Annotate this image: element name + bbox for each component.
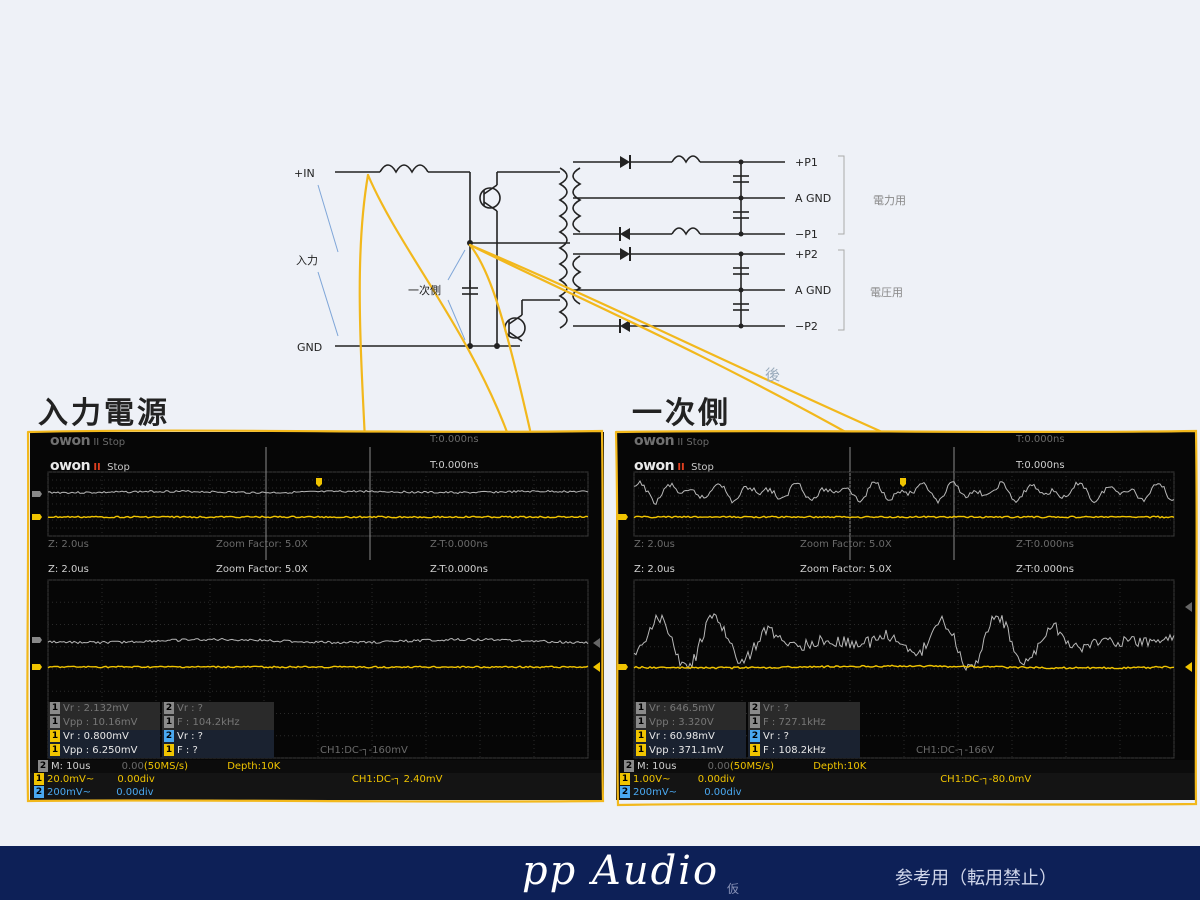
label-after: 後	[765, 366, 780, 384]
usage-note: 参考用（転用禁止）	[895, 868, 1057, 889]
label-out-2: A GND	[795, 192, 831, 205]
label-out-5: A GND	[795, 284, 831, 297]
label-gnd: GND	[297, 341, 322, 354]
tentative-mark: 仮	[727, 882, 740, 896]
panel-title-input: 入力電源	[38, 396, 170, 431]
ch1-trace-main-input	[47, 665, 589, 669]
ch1-trace-small-input	[47, 515, 589, 519]
label-out-4: +P2	[795, 248, 818, 261]
label-in-plus: +IN	[294, 167, 315, 180]
ch2-trace-main-input	[47, 637, 589, 645]
label-input: 入力	[296, 254, 318, 267]
footer-bar	[0, 846, 1200, 900]
label-out-3: −P1	[795, 228, 818, 241]
ghost-trigger: CH1:DC-┐-160mV	[320, 745, 408, 756]
ghost-trigger-2: CH1:DC-┐-166V	[916, 745, 995, 756]
scope-screen-input: owon II Stop T:0.000ns owon II Stop T:0.…	[30, 432, 604, 800]
ch2-trace-small-input	[47, 489, 589, 495]
label-group-power: 電力用	[873, 194, 906, 207]
label-out-6: −P2	[795, 320, 818, 333]
label-group-voltage: 電圧用	[870, 286, 903, 299]
panel-title-primary: 一次側	[632, 396, 731, 431]
scope-screen-primary: owon II Stop T:0.000ns owon II Stop T:0.…	[616, 432, 1196, 800]
label-primary: 一次側	[408, 283, 441, 297]
circuit-schematic: +IN 入力 GND 一次側 +P1 A GND −P1 +P2 A GND −…	[294, 155, 906, 440]
brand-title: pp Audio	[522, 848, 720, 894]
label-out-1: +P1	[795, 156, 818, 169]
ch2-trace-main-primary	[633, 613, 1175, 672]
